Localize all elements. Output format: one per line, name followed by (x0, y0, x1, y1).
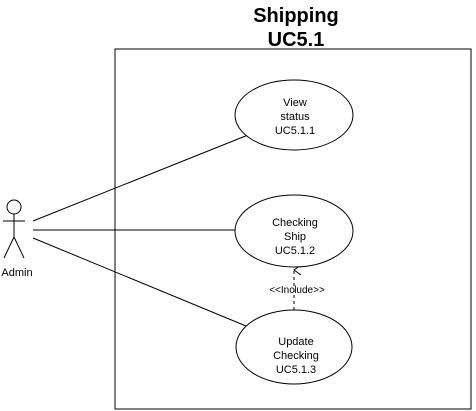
use-case-view-status[interactable]: View status UC5.1.1 (234, 79, 354, 151)
use-case-label-line1: Checking (272, 217, 318, 229)
use-case-label-line2: Ship (284, 231, 306, 243)
actor-right-leg (13, 236, 25, 259)
system-title-line2: UC5.1 (268, 29, 325, 51)
include-label: <<Include>> (269, 285, 325, 296)
system-boundary (114, 48, 472, 410)
use-case-id: UC5.1.3 (276, 364, 316, 376)
actor-left-leg (3, 236, 15, 259)
association-view-status (32, 134, 249, 222)
actor-label: Admin (1, 267, 32, 279)
use-case-label-line1: View (283, 97, 307, 109)
use-case-label-line1: Update (278, 336, 313, 348)
use-case-update-checking[interactable]: Update Checking UC5.1.3 (235, 309, 353, 385)
use-case-id: UC5.1.2 (275, 245, 315, 257)
use-case-id: UC5.1.1 (275, 125, 315, 137)
use-case-label-line2: status (280, 111, 310, 123)
use-case-label-line2: Checking (273, 350, 319, 362)
actor-admin[interactable]: Admin (1, 199, 33, 279)
association-update-checking (32, 237, 247, 327)
actor-head (6, 199, 22, 215)
use-case-checking-ship[interactable]: Checking Ship UC5.1.2 (234, 194, 354, 268)
system-title-line1: Shipping (253, 5, 339, 27)
